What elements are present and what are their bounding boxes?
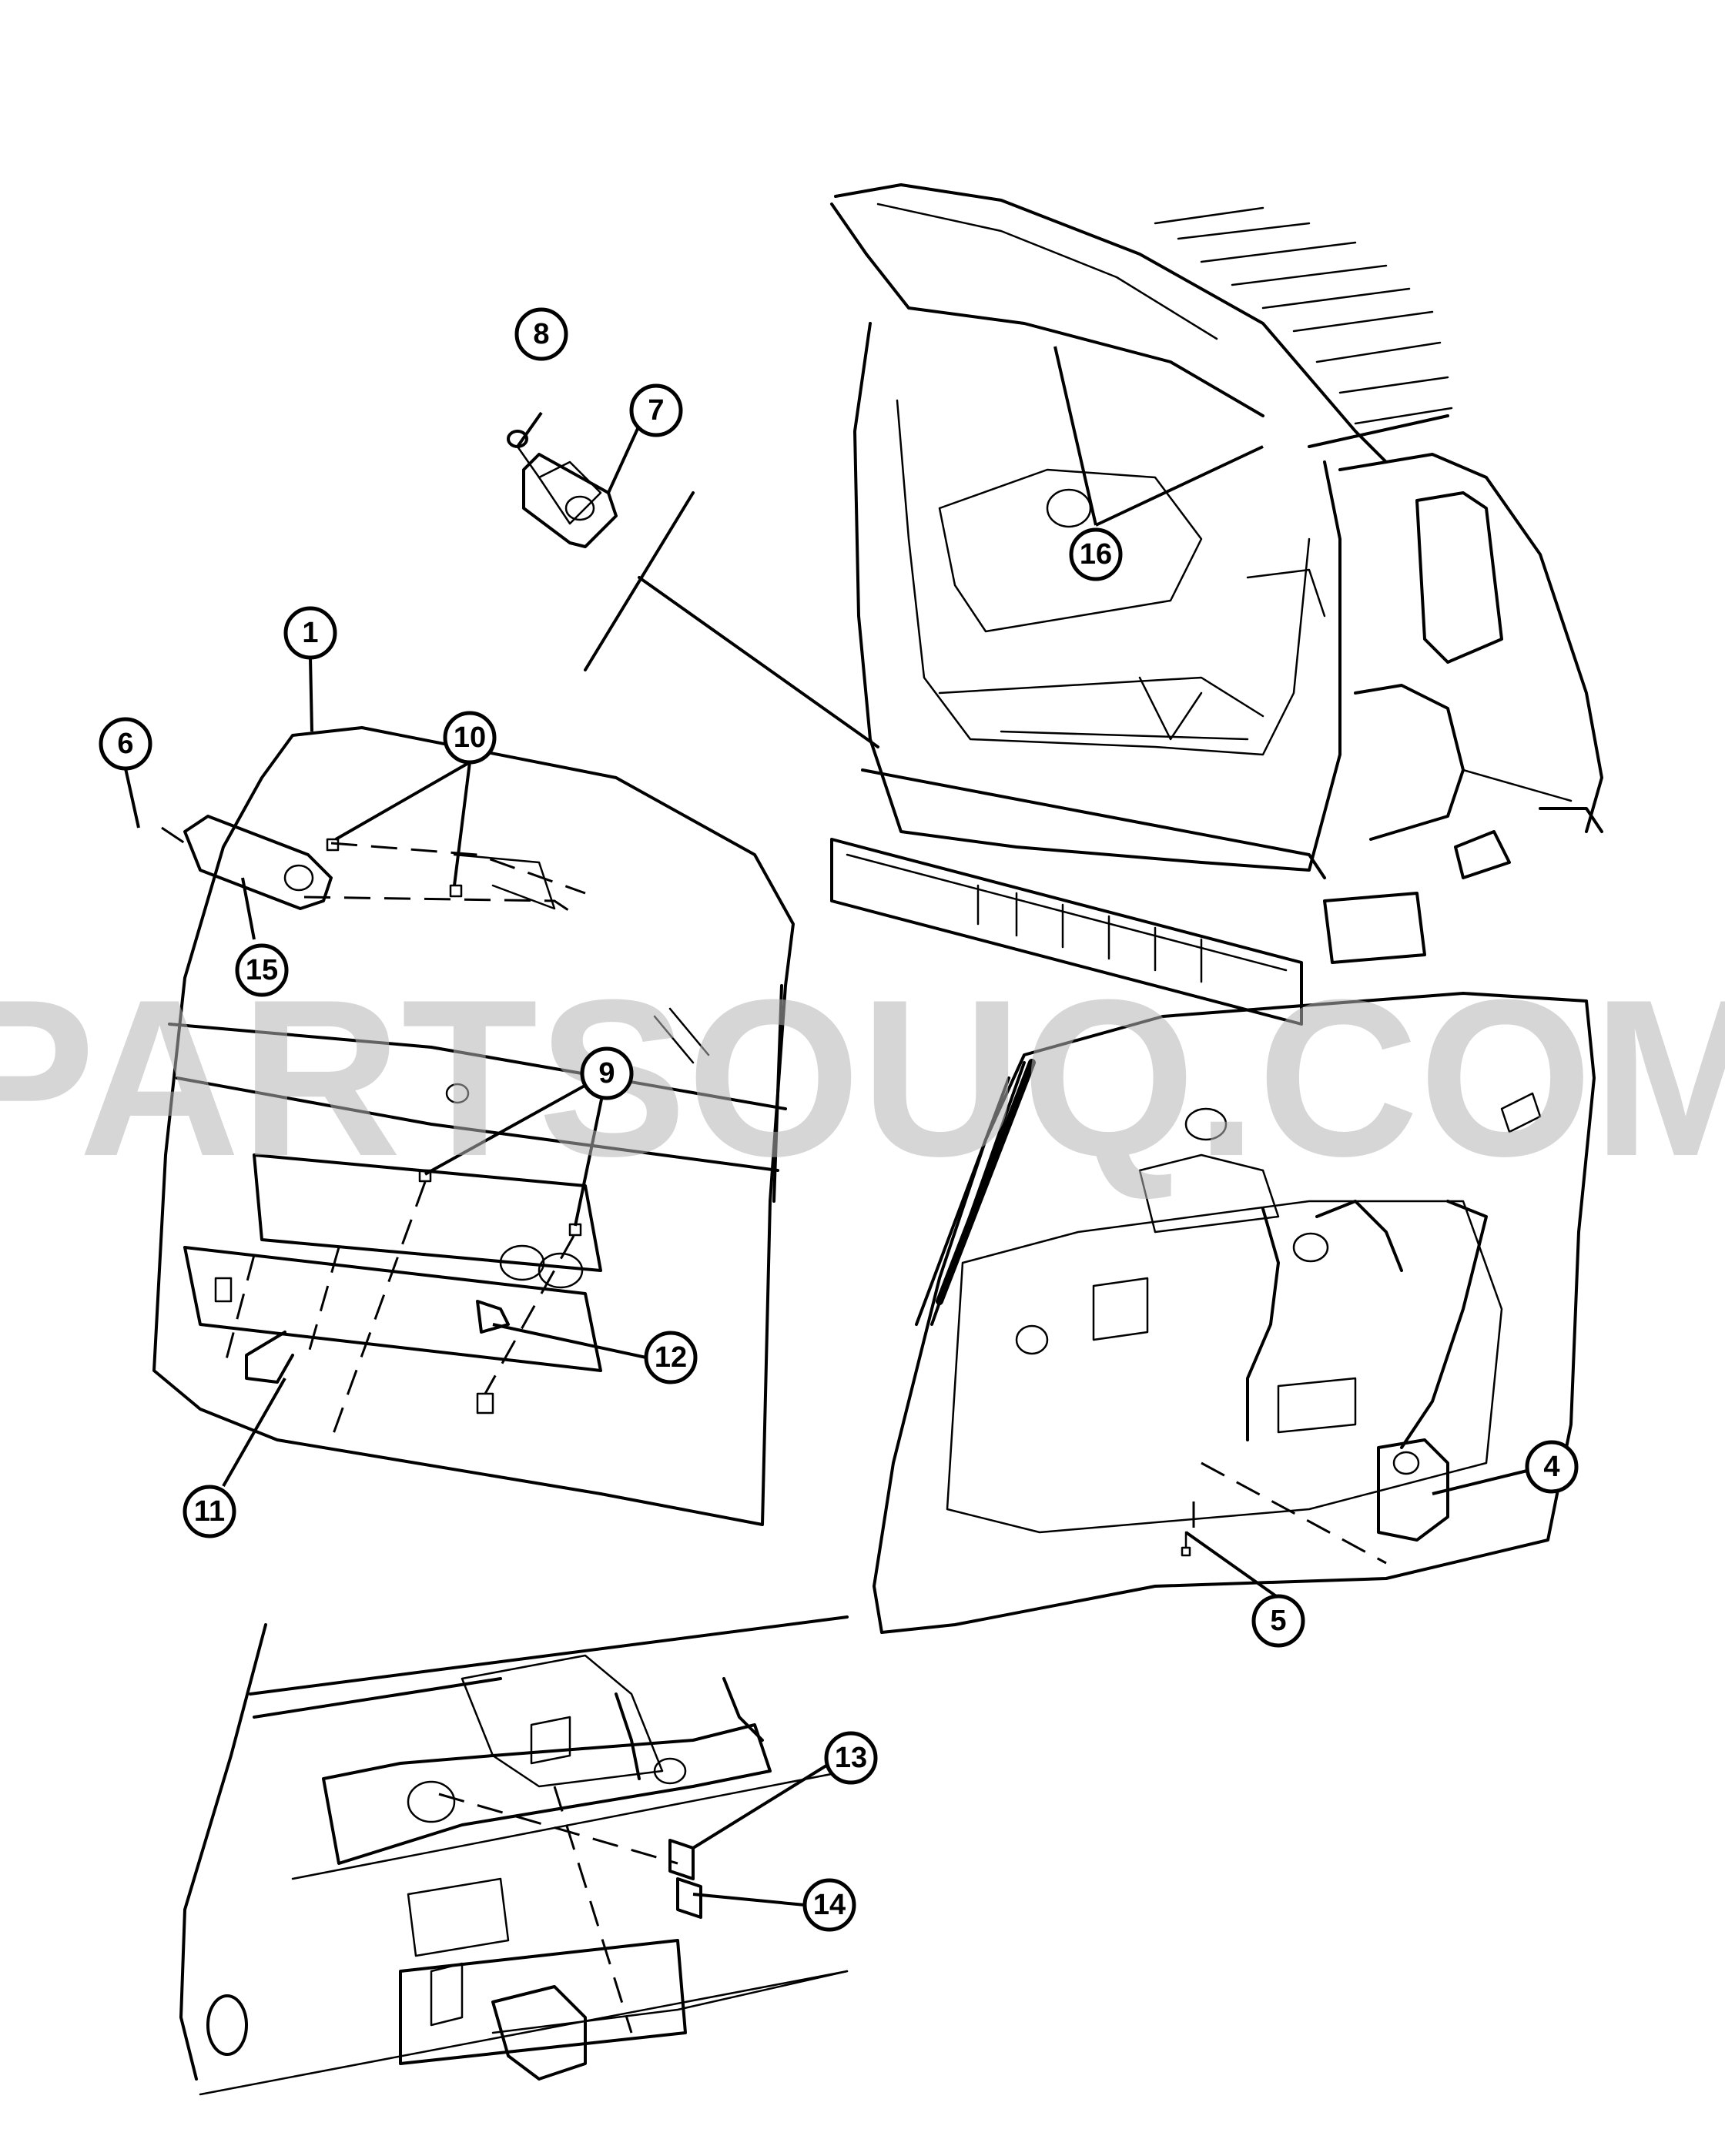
callout-4-label: 4 bbox=[1543, 1451, 1559, 1483]
callout-1[interactable]: 1 bbox=[283, 606, 337, 660]
callout-10-label: 10 bbox=[454, 721, 486, 754]
callout-5-label: 5 bbox=[1270, 1605, 1286, 1637]
partsouq-watermark: PARTSOUQ.COM bbox=[0, 953, 1725, 1203]
callout-9-label: 9 bbox=[598, 1057, 615, 1090]
assembly-dashed-lines bbox=[161, 826, 586, 1441]
callout-14-label: 14 bbox=[813, 1889, 846, 1921]
callout-12[interactable]: 12 bbox=[644, 1331, 698, 1384]
callout-14[interactable]: 14 bbox=[802, 1878, 856, 1932]
callout-16[interactable]: 16 bbox=[1069, 527, 1123, 581]
callout-7-label: 7 bbox=[648, 394, 664, 427]
vehicle-rear-illustration bbox=[830, 183, 1603, 1026]
callout-6[interactable]: 6 bbox=[99, 717, 152, 771]
callout-16-label: 16 bbox=[1080, 538, 1112, 571]
callout-7[interactable]: 7 bbox=[629, 383, 683, 437]
callout-13[interactable]: 13 bbox=[824, 1731, 878, 1785]
callout-15[interactable]: 15 bbox=[235, 943, 289, 997]
callout-15-label: 15 bbox=[246, 954, 278, 986]
callout-1-label: 1 bbox=[302, 617, 318, 649]
bracket-to-vehicle-line bbox=[638, 576, 879, 748]
liftgate-exterior-illustration bbox=[152, 726, 795, 1526]
callout-8[interactable]: 8 bbox=[514, 307, 568, 361]
striker-bracket-illustration bbox=[507, 430, 618, 548]
callout-11[interactable]: 11 bbox=[183, 1485, 236, 1538]
callout-13-label: 13 bbox=[835, 1742, 867, 1774]
callout-5[interactable]: 5 bbox=[1251, 1594, 1305, 1648]
callout-8-label: 8 bbox=[533, 318, 549, 350]
liftgate-latch-detail-illustration bbox=[179, 1615, 849, 2096]
callout-6-label: 6 bbox=[117, 728, 133, 760]
callout-leader-lines bbox=[124, 346, 1528, 1907]
liftgate-inner-panel-illustration bbox=[873, 992, 1596, 1634]
bracket-location-line bbox=[584, 491, 695, 671]
callout-4[interactable]: 4 bbox=[1525, 1440, 1579, 1494]
callout-11-label: 11 bbox=[194, 1495, 225, 1528]
callout-10[interactable]: 10 bbox=[443, 711, 497, 765]
callout-9[interactable]: 9 bbox=[580, 1046, 634, 1100]
callout-12-label: 12 bbox=[655, 1341, 687, 1374]
